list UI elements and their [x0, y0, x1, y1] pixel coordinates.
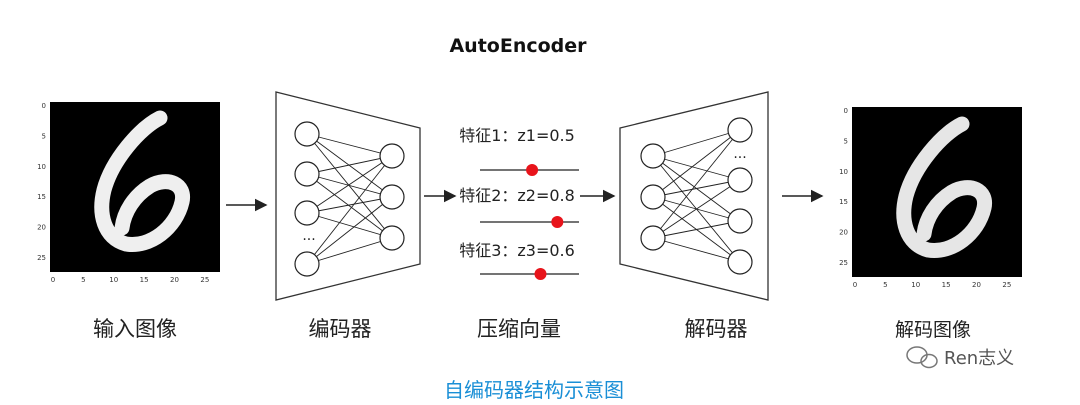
feature-slider-knob-1	[526, 164, 539, 176]
output-digit-six	[896, 116, 992, 258]
decoder-neuron	[727, 208, 753, 234]
output-y-tick-label: 0	[844, 107, 848, 115]
input-y-tick-label: 10	[37, 163, 46, 171]
encoder-connection	[306, 133, 393, 239]
output-x-tick-label: 25	[1002, 281, 1011, 289]
input-y-tick-label: 5	[42, 132, 46, 140]
encoder-connection	[306, 196, 393, 265]
input-x-ticks: 0 5 10 15 20 25	[51, 276, 209, 284]
encoder-neuron	[379, 225, 405, 251]
decoder-connection	[652, 129, 741, 157]
output-y-ticks: 0 5 10 15 20 25	[839, 107, 848, 267]
encoder-neuron	[294, 200, 320, 226]
feature-label-1: 特征1：z1=0.5	[459, 126, 575, 145]
encoder-neuron	[294, 161, 320, 187]
output-y-tick-label: 10	[839, 168, 848, 176]
encoder-neuron	[379, 143, 405, 169]
feature-label-2: 特征2：z2=0.8	[459, 186, 575, 205]
decoder-block: ···	[619, 91, 769, 301]
decoder-neuron	[640, 225, 666, 251]
output-x-tick-label: 0	[853, 281, 857, 289]
encoder-ellipsis: ···	[302, 232, 315, 248]
encoder-label: 编码器	[309, 317, 372, 341]
input-x-tick-label: 10	[109, 276, 118, 284]
encoder-connection	[306, 155, 393, 265]
input-x-tick-label: 25	[200, 276, 209, 284]
input-y-tick-label: 20	[37, 223, 46, 231]
encoder-nodes	[294, 121, 405, 277]
diagram-caption: 自编码器结构示意图	[444, 378, 624, 402]
encoder-connection	[306, 155, 393, 214]
wechat-icon	[906, 346, 938, 369]
watermark: Ren志义	[906, 346, 1014, 369]
decoder-neuron	[727, 249, 753, 275]
decoder-neuron	[727, 167, 753, 193]
decoder-label: 解码器	[685, 317, 748, 341]
output-x-tick-label: 20	[972, 281, 981, 289]
output-image: 0 5 10 15 20 25 0 5 10 15 20 25	[839, 107, 1022, 289]
feature-label-3: 特征3：z3=0.6	[459, 241, 575, 260]
decoder-connection	[652, 129, 741, 239]
decoder-ellipsis: ···	[733, 150, 746, 166]
encoder-connection	[306, 196, 393, 214]
decoder-neuron	[640, 184, 666, 210]
latent-features: 特征1：z1=0.5 特征2：z2=0.8 特征3：z3=0.6	[459, 126, 579, 280]
input-y-ticks: 0 5 10 15 20 25	[37, 102, 46, 262]
input-y-tick-label: 15	[37, 193, 46, 201]
diagram-title: AutoEncoder	[449, 35, 587, 57]
watermark-text: Ren志义	[944, 348, 1014, 369]
output-y-tick-label: 15	[839, 198, 848, 206]
encoder-connections	[306, 133, 393, 265]
decoder-nodes	[640, 117, 753, 275]
decoder-connection	[652, 179, 741, 198]
input-x-tick-label: 15	[140, 276, 149, 284]
feature-slider-knob-3	[534, 268, 547, 280]
input-y-tick-label: 25	[37, 254, 46, 262]
feature-slider-knob-2	[551, 216, 564, 228]
input-y-tick-label: 0	[42, 102, 46, 110]
encoder-block: ···	[275, 91, 421, 301]
decoder-connections	[652, 129, 741, 263]
decoder-connection	[652, 155, 741, 181]
input-x-tick-label: 5	[81, 276, 85, 284]
decoder-connection	[652, 129, 741, 198]
encoder-connection	[306, 237, 393, 265]
output-x-tick-label: 5	[883, 281, 887, 289]
encoder-neuron	[294, 121, 320, 147]
decoder-connection	[652, 237, 741, 263]
encoder-connection	[306, 212, 393, 239]
output-image-label: 解码图像	[895, 319, 971, 341]
encoder-connection	[306, 173, 393, 198]
input-x-tick-label: 0	[51, 276, 55, 284]
latent-vector-label: 压缩向量	[477, 317, 561, 341]
decoder-connection	[652, 220, 741, 239]
encoder-connection	[306, 133, 393, 198]
output-y-tick-label: 5	[844, 137, 848, 145]
encoder-neuron	[379, 184, 405, 210]
output-y-tick-label: 25	[839, 259, 848, 267]
input-image: 0 5 10 15 20 25 0 5 10 15 20 25	[37, 102, 220, 284]
output-x-ticks: 0 5 10 15 20 25	[853, 281, 1011, 289]
input-digit-six	[94, 110, 190, 252]
decoder-connection	[652, 179, 741, 239]
encoder-connection	[306, 155, 393, 175]
encoder-neuron	[294, 251, 320, 277]
decoder-neuron	[727, 117, 753, 143]
encoder-connection	[306, 133, 393, 157]
input-image-label: 输入图像	[93, 317, 177, 341]
output-y-tick-label: 20	[839, 228, 848, 236]
decoder-neuron	[640, 143, 666, 169]
output-x-tick-label: 15	[942, 281, 951, 289]
encoder-connection	[306, 173, 393, 239]
output-x-tick-label: 10	[911, 281, 920, 289]
input-x-tick-label: 20	[170, 276, 179, 284]
